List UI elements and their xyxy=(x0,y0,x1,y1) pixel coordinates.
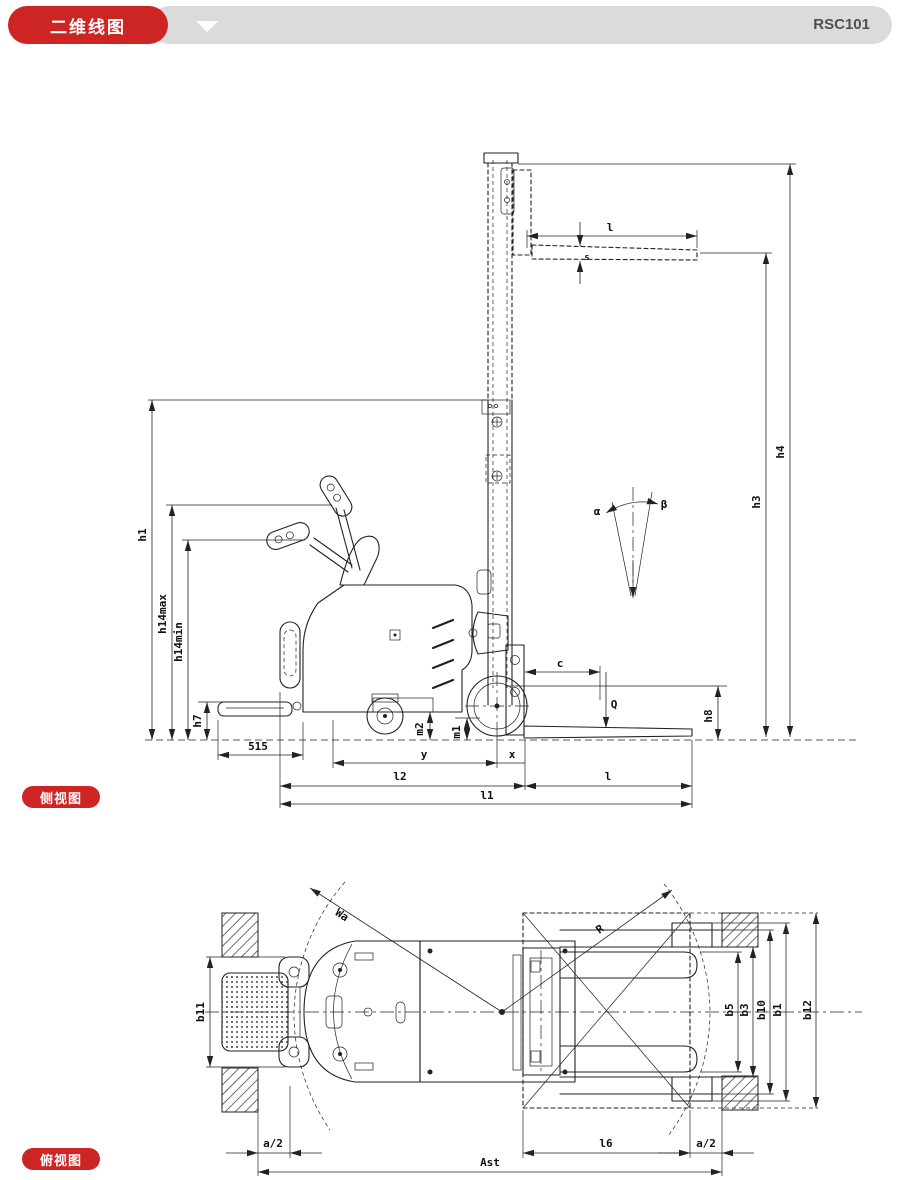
tiller-grip xyxy=(278,1036,310,1068)
chevron-down-icon[interactable] xyxy=(196,21,218,32)
dim-label-R: R xyxy=(593,922,606,937)
dim-label-b3: b3 xyxy=(738,1003,751,1016)
caster-wheel xyxy=(366,697,404,735)
dim-label-a2-left: a/2 xyxy=(263,1137,283,1150)
top-view-badge: 俯视图 xyxy=(22,1148,100,1170)
dim-label-b11: b11 xyxy=(194,1002,207,1022)
dim-label-x: x xyxy=(509,748,516,761)
model-code: RSC101 xyxy=(813,16,870,33)
vent-slot xyxy=(431,678,455,690)
dim-label-h3: h3 xyxy=(750,495,763,508)
dim-label-h14min: h14min xyxy=(172,622,185,662)
dim-label-l6: l6 xyxy=(599,1137,613,1150)
tiller-grip xyxy=(278,956,310,988)
top-view-drawing: R Wa b11 b5 b3 xyxy=(194,881,862,1176)
top-view-badge-label: 俯视图 xyxy=(39,1152,82,1168)
dim-label-c: c xyxy=(557,657,564,670)
dim-label-b10: b10 xyxy=(755,1000,768,1020)
dim-label-m2: m2 xyxy=(413,722,426,735)
fork-tine xyxy=(559,951,698,979)
vent-slot xyxy=(431,638,455,650)
fork-lowered xyxy=(468,611,693,739)
operator-platform xyxy=(217,701,293,717)
dim-label-l-top: l xyxy=(607,221,614,234)
fork-tine xyxy=(559,1045,698,1073)
header-bar: RSC101 xyxy=(150,6,892,44)
section-tab[interactable]: 二维线图 xyxy=(8,6,168,44)
mast xyxy=(476,152,519,706)
turning-geometry: R Wa xyxy=(293,881,711,1137)
top-dimensions: b11 b5 b3 b10 b1 xyxy=(194,913,820,1176)
platform-pad xyxy=(221,972,289,1052)
machine-body xyxy=(217,475,529,740)
dim-label-Ast: Ast xyxy=(480,1156,500,1169)
tiller-handle-low xyxy=(266,522,310,550)
dim-label-b12: b12 xyxy=(801,1000,814,1020)
dim-label-alpha: α xyxy=(594,505,601,518)
side-view-drawing: α β h1 h14max h14min h7 xyxy=(136,152,858,808)
vent-slot xyxy=(431,658,455,670)
dim-label-b5: b5 xyxy=(723,1003,736,1016)
dim-label-l2: l2 xyxy=(393,770,406,783)
dim-label-a2-right: a/2 xyxy=(696,1137,716,1150)
dim-label-beta: β xyxy=(661,498,668,511)
dim-label-h8: h8 xyxy=(702,709,715,722)
dim-label-h1: h1 xyxy=(136,528,149,542)
tiller-handle-up xyxy=(319,475,353,517)
dim-label-515: 515 xyxy=(248,740,268,753)
tilt-angle-symbol: α β xyxy=(594,487,668,598)
dim-label-Wa: Wa xyxy=(333,906,351,924)
dim-label-s: s xyxy=(584,253,589,263)
dim-label-y: y xyxy=(421,748,428,761)
front-wheel xyxy=(671,922,713,948)
dim-label-Q: Q xyxy=(611,698,618,711)
side-dimensions: h1 h14max h14min h7 515 m xyxy=(136,163,796,808)
dim-label-m1: m1 xyxy=(450,725,463,739)
side-view-badge: 侧视图 xyxy=(22,786,100,808)
fork-raised xyxy=(500,167,698,261)
side-view-badge-label: 侧视图 xyxy=(39,790,82,806)
front-wheel xyxy=(671,1076,713,1102)
dim-label-l-low: l xyxy=(605,770,612,783)
dim-label-h7: h7 xyxy=(191,714,204,727)
load-pallet xyxy=(522,912,818,1109)
section-tab-label: 二维线图 xyxy=(50,17,126,37)
truck-top-view xyxy=(221,922,723,1102)
dim-label-h14max: h14max xyxy=(156,594,169,634)
vent-slot xyxy=(431,618,455,630)
dim-label-b1: b1 xyxy=(771,1003,784,1017)
dim-label-l1: l1 xyxy=(480,789,494,802)
dim-label-h4: h4 xyxy=(774,445,787,459)
